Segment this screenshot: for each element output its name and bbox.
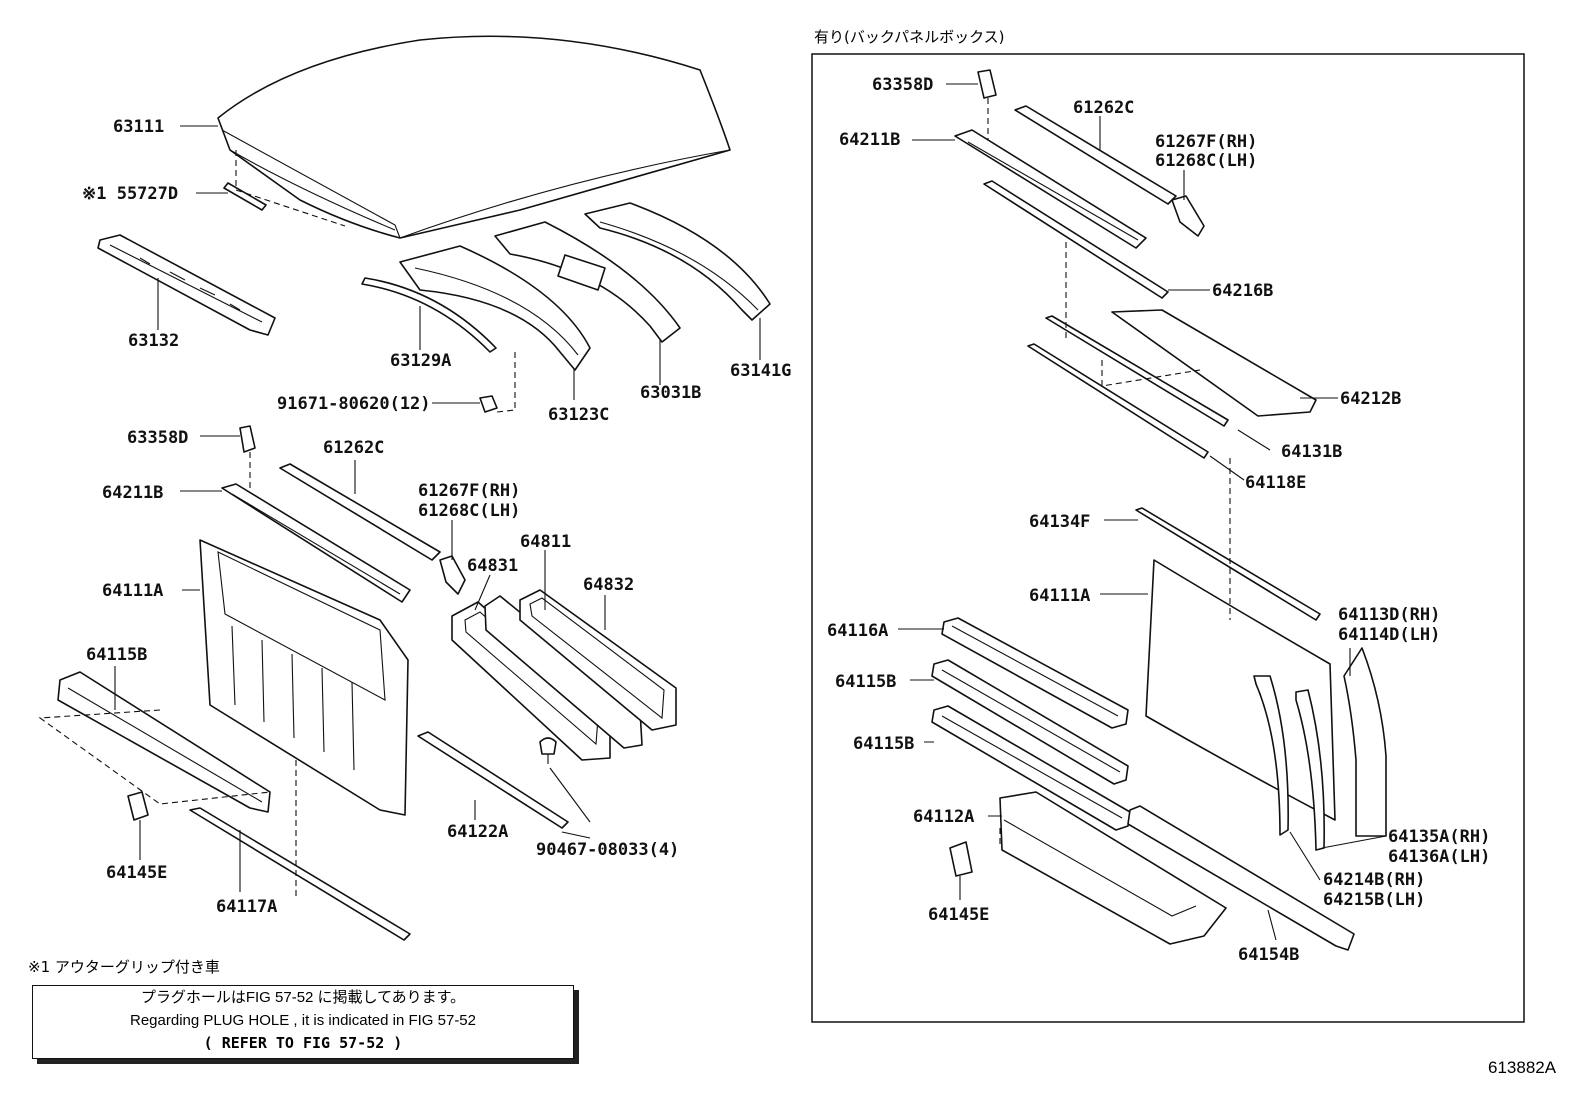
r-label-64131b: 64131B xyxy=(1281,442,1342,462)
window-64832 xyxy=(519,589,677,731)
r-label-63358d: 63358D xyxy=(872,75,933,95)
r-label-64212b: 64212B xyxy=(1340,389,1401,409)
strip-64122a xyxy=(417,731,569,829)
strip-64117a xyxy=(189,807,411,941)
r-label-61267f: 61267F(RH) xyxy=(1155,132,1257,152)
r-label-64111a: 64111A xyxy=(1029,586,1090,606)
r-label-64145e: 64145E xyxy=(928,905,989,925)
r-label-64112a: 64112A xyxy=(913,807,974,827)
label-63358d-left: 63358D xyxy=(127,428,188,448)
r-bracket-64145e xyxy=(949,841,973,877)
r-label-64214b: 64214B(RH) xyxy=(1323,870,1425,890)
r-pad-64113d xyxy=(1343,647,1387,837)
r-strip-64131b xyxy=(1045,315,1229,427)
r-label-64216b: 64216B xyxy=(1212,281,1273,301)
note-line-jp: プラグホールはFIG 57-52 に掲載してあります。 xyxy=(140,989,466,1006)
sill-64115b xyxy=(57,671,271,813)
r-label-64115b-1: 64115B xyxy=(835,672,896,692)
label-64111a-left: 64111A xyxy=(102,581,163,601)
label-63123c: 63123C xyxy=(548,405,609,425)
r-label-64116a: 64116A xyxy=(827,621,888,641)
label-64831: 64831 xyxy=(467,556,518,576)
r-label-64154b: 64154B xyxy=(1238,945,1299,965)
r-panel-64111a xyxy=(1145,559,1336,821)
r-panel-64212b xyxy=(1111,309,1317,417)
r-strip-64134f xyxy=(1135,507,1321,621)
label-64122a: 64122A xyxy=(447,822,508,842)
bracket-64145e xyxy=(127,791,149,821)
label-63141g: 63141G xyxy=(730,361,791,381)
label-64211b-left: 64211B xyxy=(102,483,163,503)
r-bracket-61267f xyxy=(1171,195,1205,237)
r-pillar-64214b xyxy=(1253,675,1289,836)
r-box-64112a xyxy=(999,791,1227,945)
variant-panel-frame xyxy=(811,53,1525,1023)
header-63132 xyxy=(97,234,276,336)
r-label-64215b: 64215B(LH) xyxy=(1323,890,1425,910)
label-63132: 63132 xyxy=(128,331,179,351)
rail-64211b xyxy=(221,483,411,603)
variant-panel-title: 有り(バックパネルボックス) xyxy=(814,28,1005,46)
r-pillar-64135a xyxy=(1295,689,1325,851)
plug-hole-note: プラグホールはFIG 57-52 に掲載してあります。 Regarding PL… xyxy=(32,985,574,1059)
label-64115b-left: 64115B xyxy=(86,645,147,665)
label-64832: 64832 xyxy=(583,575,634,595)
note-refer: ( REFER TO FIG 57-52 ) xyxy=(203,1034,403,1052)
r-label-61262c: 61262C xyxy=(1073,98,1134,118)
r-bracket-63358d xyxy=(977,69,997,99)
r-label-64134f: 64134F xyxy=(1029,512,1090,532)
r-label-64114d: 64114D(LH) xyxy=(1338,625,1440,645)
r-strip-64118e xyxy=(1027,343,1209,459)
clip-91671 xyxy=(479,395,498,413)
label-64145e-left: 64145E xyxy=(106,863,167,883)
r-label-64118e: 64118E xyxy=(1245,473,1306,493)
rail-61262c xyxy=(279,463,441,561)
clip-90467 xyxy=(539,737,557,764)
label-63129a: 63129A xyxy=(390,351,451,371)
label-63111: 63111 xyxy=(113,117,164,137)
bracket-63358d xyxy=(239,425,256,453)
back-panel-64111a xyxy=(199,539,409,816)
r-label-64115b-2: 64115B xyxy=(853,734,914,754)
label-91671: 91671-80620(12) xyxy=(277,394,431,414)
label-64811: 64811 xyxy=(520,532,571,552)
r-label-64136a: 64136A(LH) xyxy=(1388,847,1490,867)
r-rail-64211b xyxy=(954,129,1147,249)
label-90467: 90467-08033(4) xyxy=(536,840,679,860)
roof-bow-63141g xyxy=(584,202,771,321)
window-64811 xyxy=(484,595,643,749)
label-61268c-left: 61268C(LH) xyxy=(418,501,520,521)
roof-bow-63123c xyxy=(399,245,591,371)
roof-strip-55727d xyxy=(223,182,267,211)
label-63031b: 63031B xyxy=(640,383,701,403)
roof-bow-63031b xyxy=(494,221,681,343)
label-61267f-left: 61267F(RH) xyxy=(418,481,520,501)
footnote: ※1 アウターグリップ付き車 xyxy=(28,958,220,976)
label-55727d: ※1 55727D xyxy=(82,184,178,204)
r-label-64113d: 64113D(RH) xyxy=(1338,605,1440,625)
r-rail-64154b xyxy=(1127,805,1355,951)
r-rail-64115b-1 xyxy=(931,659,1129,785)
r-label-61268c: 61268C(LH) xyxy=(1155,151,1257,171)
r-label-64211b: 64211B xyxy=(839,130,900,150)
r-label-64135a: 64135A(RH) xyxy=(1388,827,1490,847)
r-rail-64115b-2 xyxy=(931,705,1131,831)
bracket-61267f xyxy=(439,555,466,595)
roof-strip-63129a xyxy=(361,277,497,353)
label-61262c-left: 61262C xyxy=(323,438,384,458)
roof-panel-63111 xyxy=(217,35,731,239)
r-rail-64116a xyxy=(941,617,1129,729)
r-rail-61262c xyxy=(1014,105,1177,205)
r-rail-64216b xyxy=(983,180,1169,299)
label-64117a: 64117A xyxy=(216,897,277,917)
note-line-en: Regarding PLUG HOLE , it is indicated in… xyxy=(130,1012,476,1029)
figure-id: 613882A xyxy=(1488,1058,1557,1077)
